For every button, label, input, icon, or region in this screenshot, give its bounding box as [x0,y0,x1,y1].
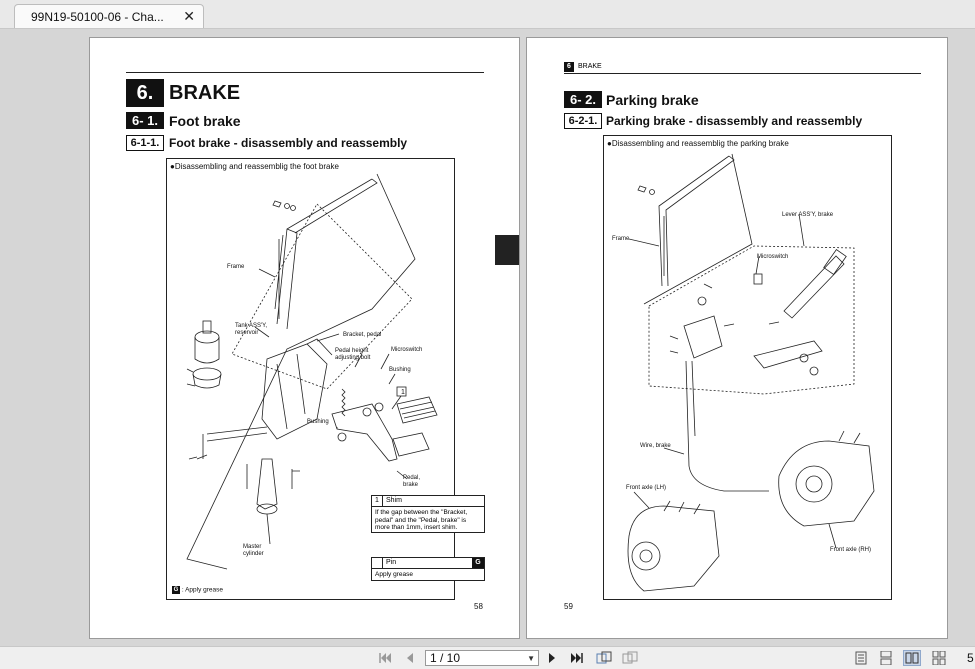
subsection-number: 6-2-1. [564,113,602,129]
prev-page-icon[interactable] [401,650,417,666]
label-pedal-brake: Pedal, brake [403,475,421,488]
label-microswitch: Microswitch [391,347,423,353]
shim-instruction: If the gap between the "Bracket, pedal" … [375,509,468,531]
figure-caption: ●Disassembling and reassemblig the parki… [607,139,789,148]
pin-name: Pin [386,559,397,566]
chevron-down-icon[interactable]: ▼ [527,654,535,663]
section-title: Foot brake [169,113,241,129]
subsection-title: Parking brake - disassembly and reassemb… [606,114,863,128]
header-chapter-title: BRAKE [578,63,602,70]
legend-text: : Apply grease [181,586,224,594]
fit-width-icon[interactable] [622,650,638,666]
legend-grease-mark: G [172,586,180,594]
two-page-continuous-icon[interactable] [930,650,948,666]
label-wire-brake: Wire, brake [640,443,671,449]
fit-page-icon[interactable] [596,650,612,666]
label-front-axle-lh: Front axle (LH) [626,485,667,491]
legend: G : Apply grease [172,586,223,594]
grease-mark: G [472,558,484,568]
chapter-title: BRAKE [169,82,241,104]
figure-frame: ●Disassembling and reassemblig the parki… [603,135,892,600]
shim-table: 1 Shim If the gap between the "Bracket, … [371,495,485,533]
label-master-cylinder: Master cylinder [243,544,264,557]
page-59: 6 BRAKE 6- 2. Parking brake 6-2-1. Parki… [526,37,948,639]
pin-instruction: Apply grease [375,571,413,578]
page-indicator: 1 / 10 [430,651,461,665]
label-frame: Frame [612,236,630,242]
close-icon[interactable]: ✕ [183,8,195,24]
tab-bar: 99N19-50100-06 - Cha... ✕ [0,0,975,29]
page-number-58: 58 [474,602,483,611]
page-58: 6. BRAKE 6- 1. Foot brake 6-1-1. Foot br… [89,37,520,639]
pin-number-cell [372,558,383,568]
label-bushing-lower: Bushing [307,419,329,425]
last-page-icon[interactable] [569,650,585,666]
label-front-axle-rh: Front axle (RH) [830,547,872,553]
header-rule [126,72,484,73]
next-page-icon[interactable] [545,650,561,666]
figure-frame: ●Disassembling and reassemblig the foot … [166,158,485,600]
section-number: 6- 2. [564,91,602,108]
label-tank: Tank ASS'Y, reservoir [235,323,268,336]
two-page-icon[interactable] [903,650,921,666]
first-page-icon[interactable] [377,650,393,666]
label-bushing-upper: Bushing [389,367,411,373]
single-page-icon[interactable] [852,650,870,666]
label-microswitch: Microswitch [757,254,789,260]
header-rule [564,73,921,74]
document-viewer[interactable]: 6. BRAKE 6- 1. Foot brake 6-1-1. Foot br… [0,29,975,646]
label-pedal-adjusting-bolt: Pedal height adjusting bolt [335,348,371,361]
subsection-number: 6-1-1. [126,135,164,151]
bottom-toolbar: 1 / 10 ▼ 5 [0,646,975,669]
foot-brake-exploded-diagram [186,173,438,570]
section-title: Parking brake [606,92,699,108]
continuous-icon[interactable] [877,650,895,666]
pin-table: Pin G Apply grease [371,557,485,581]
zoom-level[interactable]: 5 [967,651,974,665]
shim-name: Shim [386,497,402,504]
page-number-input[interactable]: 1 / 10 ▼ [425,650,539,666]
header-chapter-number: 6 [564,62,574,72]
label-callout-1: 1 [401,389,405,396]
label-lever-assy: Lever ASS'Y, brake [782,212,834,218]
chapter-number: 6. [126,79,164,107]
label-frame: Frame [227,264,245,270]
page-number-59: 59 [564,602,573,611]
figure-caption: ●Disassembling and reassemblig the foot … [170,162,339,171]
tab-title: 99N19-50100-06 - Cha... [31,10,164,24]
section-number: 6- 1. [126,112,164,129]
document-tab[interactable]: 99N19-50100-06 - Cha... ✕ [14,4,204,28]
shim-number: 1 [372,496,383,506]
subsection-title: Foot brake - disassembly and reassembly [169,136,408,150]
label-bracket-pedal: Bracket, pedal [343,332,382,338]
parking-brake-exploded-diagram [627,153,875,592]
page-separator [495,235,519,265]
